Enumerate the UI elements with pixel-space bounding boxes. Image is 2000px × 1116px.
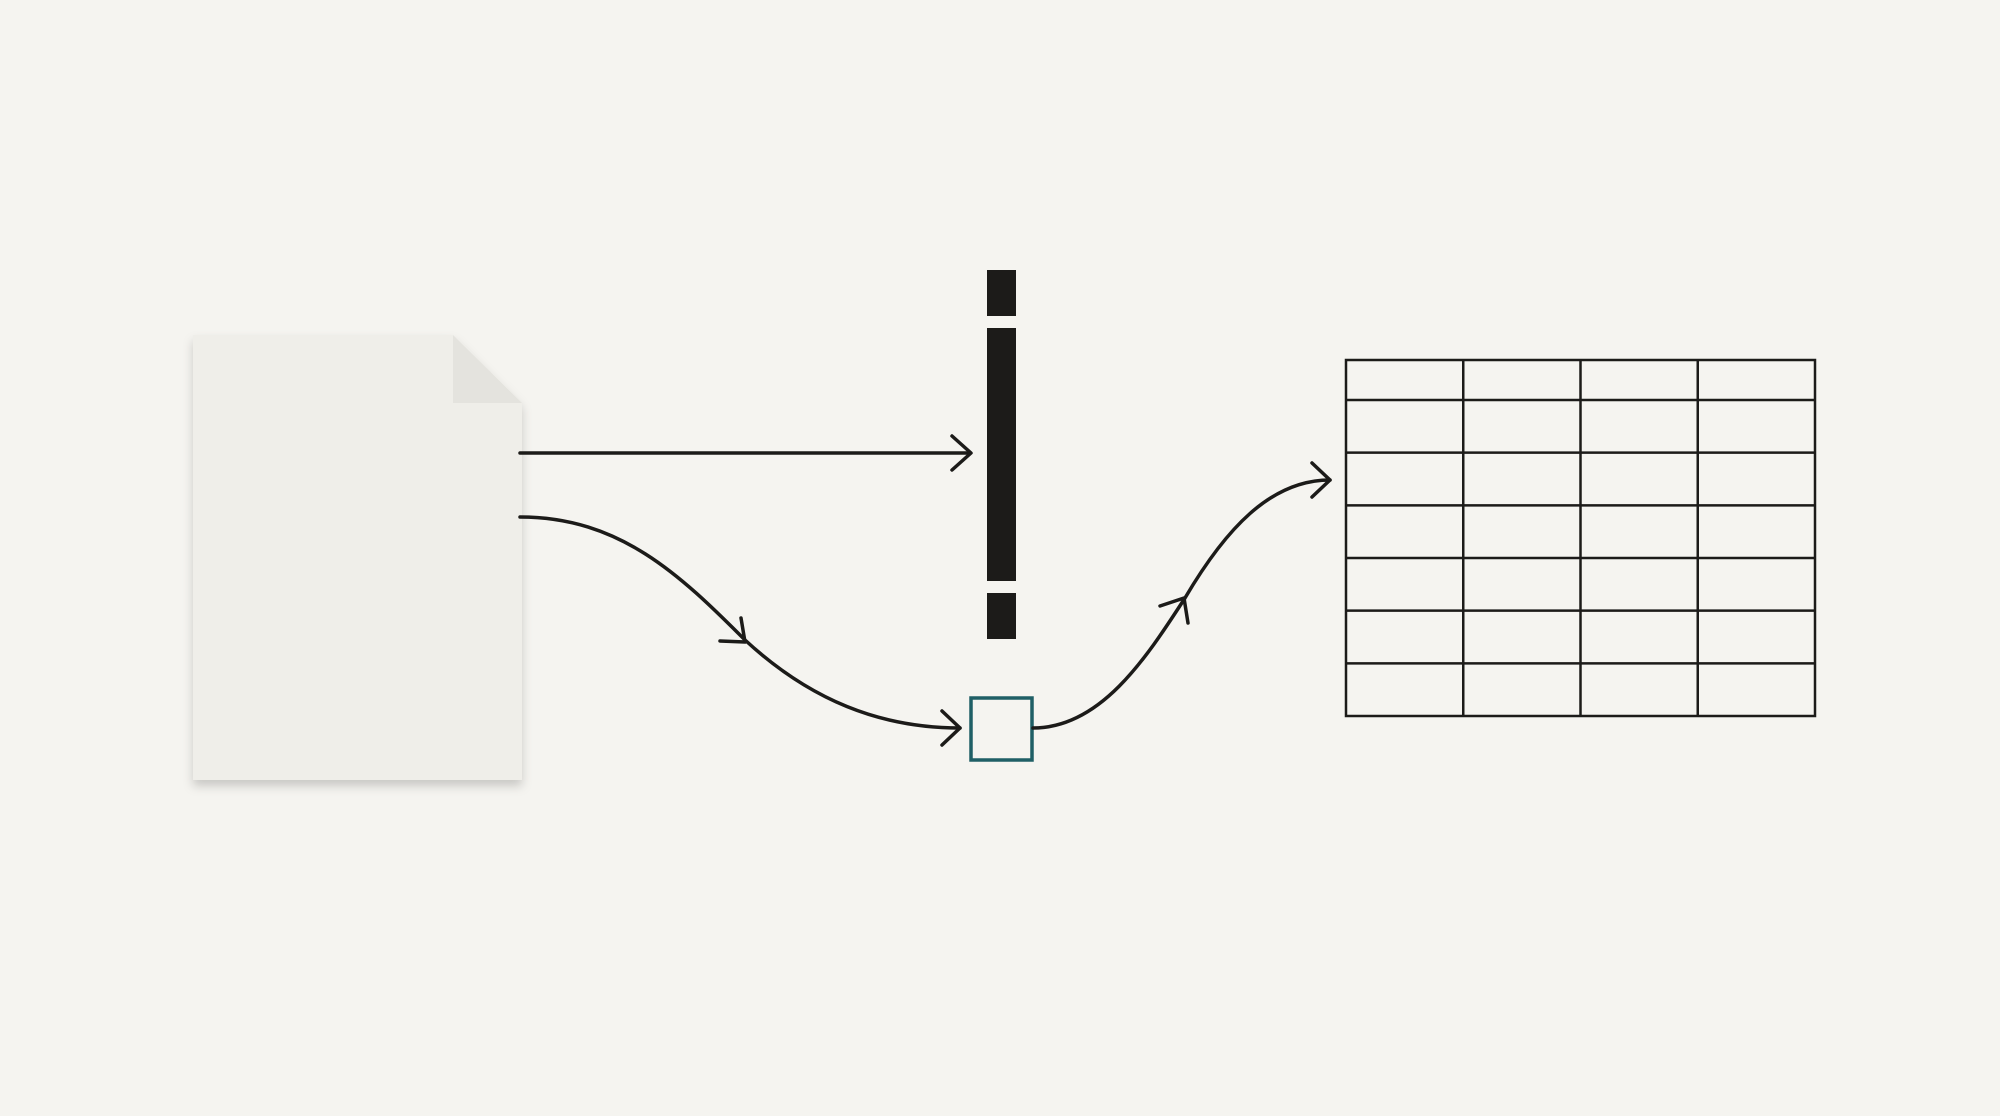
square-box-icon	[969, 696, 1034, 762]
arrowhead-icon	[1310, 461, 1332, 499]
arrow-document-to-checkpoint	[518, 515, 962, 747]
barrier-icon	[987, 270, 1016, 639]
curved-arrow-line	[1031, 478, 1332, 730]
barrier-segment-top	[987, 270, 1016, 316]
document-corner-fold	[453, 335, 522, 403]
arrowhead-icon	[940, 709, 962, 747]
table-grid-icon	[1344, 358, 1817, 718]
barrier-segment-bottom	[987, 593, 1016, 639]
arrow-checkpoint-to-table	[1031, 461, 1332, 730]
arrow-document-to-barrier	[518, 434, 973, 472]
barrier-segment-middle	[987, 328, 1016, 581]
arrowhead-icon	[1158, 596, 1190, 625]
document-sheet	[193, 335, 522, 780]
document-icon	[193, 335, 522, 780]
arrowhead-icon	[950, 434, 973, 472]
arrowhead-icon	[718, 616, 747, 644]
